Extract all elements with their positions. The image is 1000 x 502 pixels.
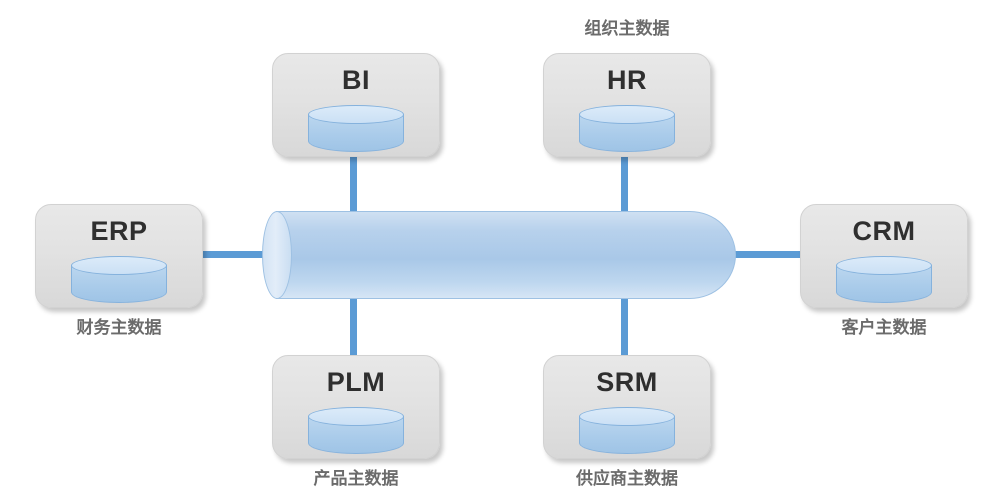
connector-hub-to-crm xyxy=(730,251,806,258)
connector-bi-to-hub xyxy=(350,155,357,213)
node-hr[interactable]: HR xyxy=(543,53,711,157)
database-icon-top xyxy=(71,256,167,275)
master-data-hub-pipe xyxy=(262,211,736,299)
node-crm[interactable]: CRM xyxy=(800,204,968,308)
connector-hr-to-hub xyxy=(621,155,628,213)
connector-srm-to-hub xyxy=(621,296,628,355)
caption-erp: 财务主数据 xyxy=(76,318,162,337)
node-crm-title: CRM xyxy=(852,216,916,246)
database-icon-top xyxy=(308,407,404,426)
database-icon-top xyxy=(579,105,675,124)
database-icon xyxy=(308,105,404,153)
node-plm[interactable]: PLM xyxy=(272,355,440,459)
node-srm[interactable]: SRM xyxy=(543,355,711,459)
node-erp[interactable]: ERP xyxy=(35,204,203,308)
database-icon xyxy=(579,105,675,153)
pipe-body xyxy=(276,211,736,299)
caption-srm: 供应商主数据 xyxy=(576,469,678,488)
database-icon xyxy=(308,407,404,455)
database-icon xyxy=(836,256,932,304)
database-icon-top xyxy=(579,407,675,426)
caption-hr: 组织主数据 xyxy=(584,19,670,38)
node-bi[interactable]: BI xyxy=(272,53,440,157)
database-icon-top xyxy=(836,256,932,275)
connector-plm-to-hub xyxy=(350,296,357,355)
node-hr-title: HR xyxy=(607,65,647,95)
pipe-end-cap xyxy=(262,211,292,299)
node-plm-title: PLM xyxy=(326,367,386,397)
caption-crm: 客户主数据 xyxy=(841,318,927,337)
database-icon xyxy=(71,256,167,304)
node-erp-title: ERP xyxy=(90,216,148,246)
node-bi-title: BI xyxy=(342,65,370,95)
caption-plm: 产品主数据 xyxy=(313,469,399,488)
node-srm-title: SRM xyxy=(596,367,658,397)
database-icon xyxy=(579,407,675,455)
database-icon-top xyxy=(308,105,404,124)
connector-erp-to-hub xyxy=(196,251,272,258)
